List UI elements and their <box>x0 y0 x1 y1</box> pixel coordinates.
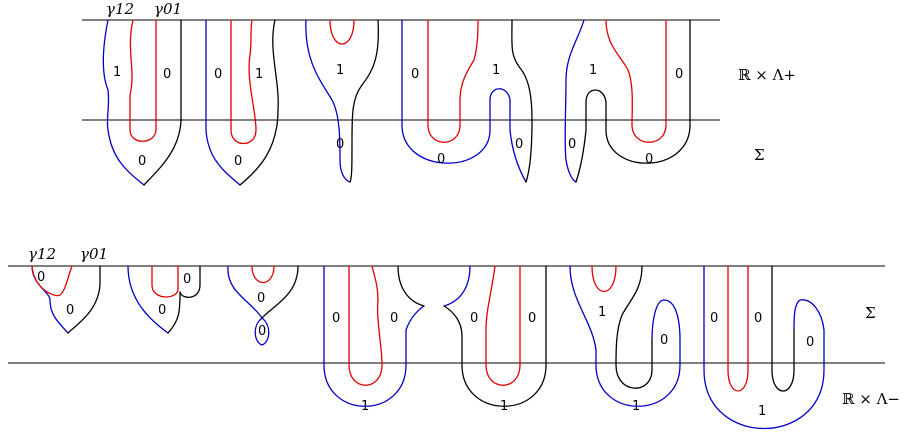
region-label: 1 <box>113 65 121 80</box>
region-label: 0 <box>66 303 74 318</box>
top-diagram: γ12 γ01 ℝ × Λ+ Σ 1 0 0 0 1 0 1 0 <box>82 0 796 186</box>
region-label: 0 <box>645 152 653 167</box>
region-label: 0 <box>336 137 344 152</box>
top-piece-1: 1 0 0 <box>102 19 182 186</box>
black-curve <box>167 265 201 334</box>
region-label: 1 <box>492 63 500 78</box>
top-piece-4: 0 1 0 0 <box>401 19 533 183</box>
black-upper-curve <box>575 19 691 183</box>
region-label: 0 <box>138 154 146 169</box>
bottom-piece-7: 0 0 0 1 <box>703 265 825 429</box>
bottom-gamma01-label: γ01 <box>80 245 108 263</box>
red-cap <box>251 265 275 283</box>
blue-curve <box>205 19 241 186</box>
bottom-piece-3: 0 0 <box>227 265 299 346</box>
black-curve <box>771 265 795 392</box>
region-label: 0 <box>37 270 45 285</box>
black-curve <box>615 265 653 389</box>
black-curve <box>67 265 101 334</box>
bottom-lower-region-label: ℝ × Λ− <box>842 390 900 408</box>
region-label: 0 <box>568 137 576 152</box>
region-label: 0 <box>675 67 683 82</box>
bottom-piece-1: 0 0 <box>31 265 101 334</box>
top-lower-region-label: Σ <box>754 146 765 164</box>
region-label: 1 <box>361 399 369 414</box>
bottom-upper-region-label: Σ <box>865 304 876 322</box>
blue-outer-curve <box>401 19 527 183</box>
black-curve <box>143 19 182 186</box>
blue-curve <box>227 265 270 346</box>
region-label: 0 <box>390 311 398 326</box>
region-label: 1 <box>500 399 508 414</box>
region-label: 0 <box>234 154 242 169</box>
top-gamma12-label: γ12 <box>106 0 134 18</box>
red-curve <box>31 265 73 297</box>
region-label: 0 <box>258 324 266 339</box>
region-label: 0 <box>163 67 171 82</box>
region-label: 1 <box>255 67 263 82</box>
region-label: 0 <box>806 335 814 350</box>
blue-curve <box>569 265 681 407</box>
region-label: 1 <box>589 63 597 78</box>
region-label: 0 <box>515 137 523 152</box>
region-label: 0 <box>214 67 222 82</box>
top-piece-3: 1 0 <box>305 19 380 183</box>
black-curve <box>261 265 299 319</box>
region-label: 0 <box>754 311 762 326</box>
region-label: 0 <box>183 272 191 287</box>
blue-curve <box>102 19 145 186</box>
top-upper-region-label: ℝ × Λ+ <box>738 66 796 84</box>
black-curve <box>511 19 533 183</box>
blue-curve <box>323 265 425 407</box>
region-label: 1 <box>758 404 766 419</box>
black-curve <box>397 265 425 307</box>
bottom-piece-2: 0 0 <box>127 265 201 334</box>
red-curve <box>427 19 479 143</box>
blue-curve <box>564 19 585 183</box>
red-curve <box>727 265 749 392</box>
bottom-piece-5: 0 0 1 <box>443 265 547 414</box>
region-label: 0 <box>470 311 478 326</box>
region-label: 0 <box>528 311 536 326</box>
region-label: 0 <box>257 291 265 306</box>
blue-curve <box>305 19 351 183</box>
bottom-gamma12-label: γ12 <box>28 245 56 263</box>
red-curve <box>129 19 157 142</box>
region-label: 0 <box>437 152 445 167</box>
region-label: 1 <box>598 305 606 320</box>
black-curve <box>349 19 380 183</box>
region-label: 1 <box>632 399 640 414</box>
blue-curve <box>127 265 169 334</box>
region-label: 0 <box>332 311 340 326</box>
blue-curve <box>443 265 471 307</box>
black-outer-curve <box>443 265 547 407</box>
black-curve <box>239 19 279 186</box>
region-label: 0 <box>660 333 668 348</box>
region-label: 0 <box>411 67 419 82</box>
bottom-piece-4: 0 0 1 <box>323 265 425 414</box>
red-curve <box>230 19 257 145</box>
top-piece-5: 1 0 0 0 <box>564 19 691 183</box>
top-piece-2: 0 1 0 <box>205 19 279 186</box>
region-label: 0 <box>710 311 718 326</box>
red-curve <box>605 19 667 143</box>
top-gamma01-label: γ01 <box>154 0 182 18</box>
region-label: 1 <box>336 63 344 78</box>
red-cap <box>591 265 617 293</box>
red-curve <box>151 265 179 298</box>
red-curve <box>485 265 521 386</box>
region-label: 0 <box>158 303 166 318</box>
bottom-diagram: γ12 γ01 Σ ℝ × Λ− 0 0 0 0 0 0 <box>8 245 900 429</box>
bottom-piece-6: 1 0 1 <box>569 265 681 414</box>
red-cap <box>329 19 355 45</box>
red-curve <box>348 265 383 386</box>
blue-outer-curve <box>703 265 825 429</box>
